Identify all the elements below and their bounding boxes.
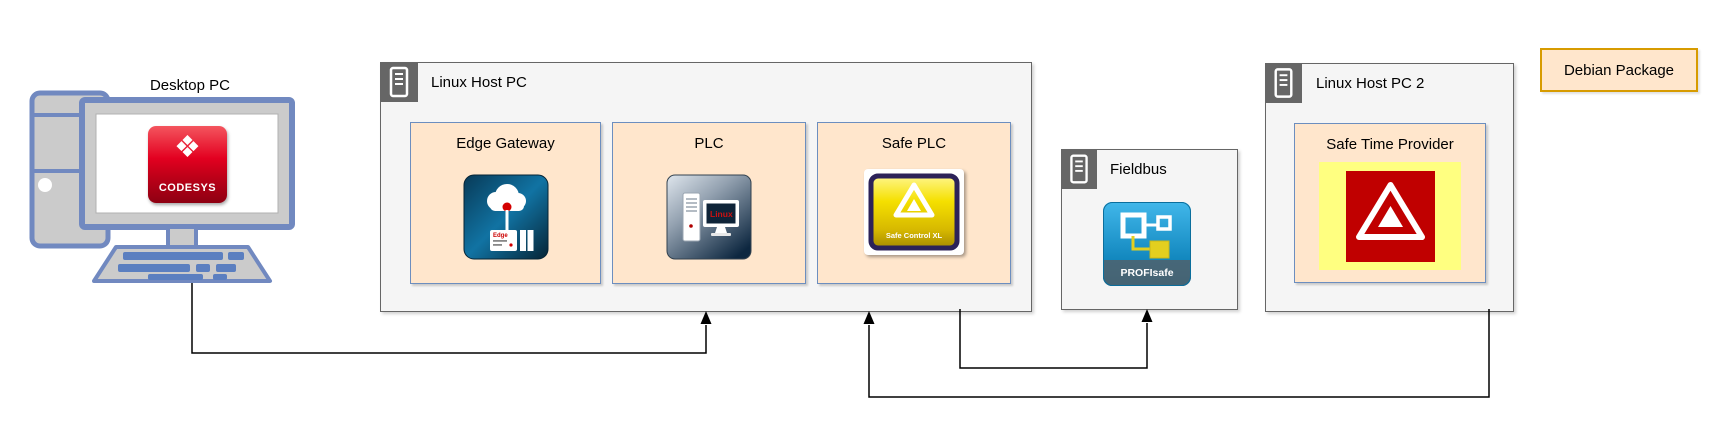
safe-time-provider-icon [1319,162,1461,270]
server-icon [380,62,418,102]
edge-gateway-node: Edge Gateway Edge [410,122,601,284]
network-nodes-icon [1120,212,1172,259]
codesys-logo: ❖ CODESYS [148,126,227,203]
cloud-icon [486,184,526,211]
linux-host-pc-label: Linux Host PC [431,74,527,91]
svg-text:Linux: Linux [710,209,733,219]
plc-icon: Linux [666,174,752,260]
linux-host-pc-2-container: Linux Host PC 2 Safe Time Provider [1265,63,1514,312]
warning-triangle-inner [1377,205,1403,227]
edge-gateway-icon: Edge [463,174,548,260]
arrowhead-up-icon [1141,309,1153,322]
pc-keyboard-keys [118,252,244,280]
safe-plc-icon: Safe Control XL [864,169,964,255]
cloud-node-dot [502,202,511,212]
warning-square-icon [1345,170,1435,262]
safe-control-xl-text: Safe Control XL [886,231,943,240]
connector-host2-to-safe-plc [868,309,1490,398]
edge-gateway-label: Edge Gateway [456,135,555,152]
codesys-logo-text: CODESYS [158,182,217,194]
arrowhead-up-icon [863,311,875,324]
svg-text:Edge: Edge [493,233,508,239]
safe-plc-node: Safe PLC Safe Control XL [817,122,1011,284]
server-icon [1061,149,1097,189]
debian-package-node: Debian Package [1540,48,1698,92]
warning-triangle-inner [907,199,921,211]
fieldbus-label: Fieldbus [1110,161,1167,178]
profisafe-text: PROFIsafe [1120,267,1173,279]
debian-package-label: Debian Package [1563,61,1675,79]
codesys-cubes-icon: ❖ [174,131,201,164]
warning-triangle-icon [1355,181,1425,240]
pc-power-button-icon [38,178,52,192]
safe-time-provider-label: Safe Time Provider [1326,136,1454,153]
server-icon [1265,63,1302,103]
profisafe-icon: PROFIsafe [1103,202,1191,286]
linux-pc-icon: Linux [682,192,739,242]
connector-host-to-fieldbus [959,309,1148,369]
fieldbus-container: Fieldbus PROFIsafe [1061,149,1238,310]
safe-time-provider-node: Safe Time Provider [1294,123,1486,283]
cloud-link-line [505,210,508,230]
desktop-pc-label: Desktop PC [149,77,231,94]
edge-device-icon: Edge [489,230,533,251]
warning-triangle-icon [893,182,935,218]
arrowhead-up-icon [700,311,712,324]
linux-host-pc-container: Linux Host PC Edge Gateway [380,62,1032,312]
safe-plc-label: Safe PLC [881,135,947,152]
plc-label: PLC [694,135,724,152]
plc-node: PLC Linux [612,122,806,284]
linux-host-pc-2-label: Linux Host PC 2 [1316,75,1425,92]
